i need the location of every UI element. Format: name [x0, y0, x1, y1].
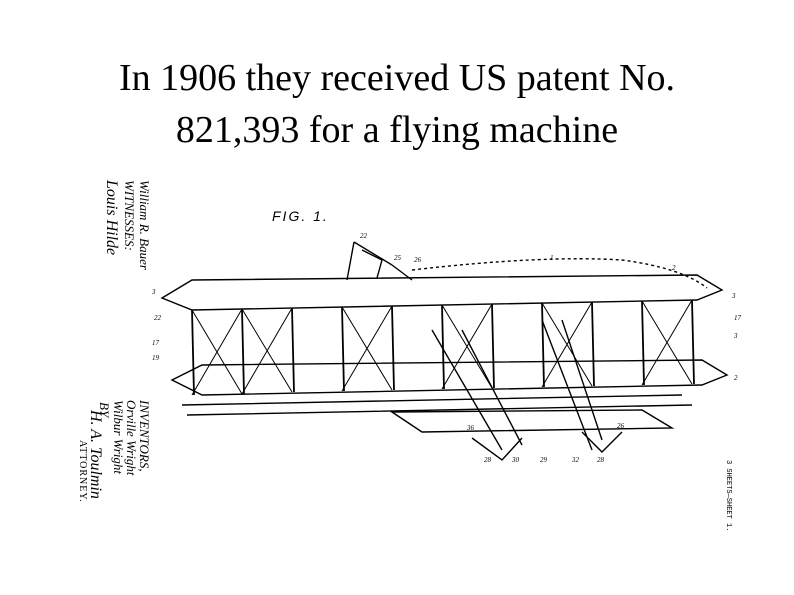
svg-text:36: 36	[466, 424, 475, 432]
svg-text:28: 28	[484, 456, 492, 464]
svg-text:30: 30	[511, 456, 520, 464]
svg-text:22: 22	[154, 314, 162, 322]
svg-text:3: 3	[733, 332, 738, 340]
attorney-label: ATTORNEY.	[77, 440, 88, 503]
wing-struts	[191, 299, 695, 396]
witness-name: William R. Bauer	[137, 180, 152, 270]
title-line-2: 821,393 for a flying machine	[175, 109, 619, 151]
witnesses-heading: WITNESSES:	[122, 180, 137, 251]
svg-text:1: 1	[550, 254, 554, 262]
svg-text:26: 26	[414, 256, 422, 264]
svg-text:3: 3	[151, 288, 156, 296]
svg-text:28: 28	[597, 456, 605, 464]
flying-machine-drawing: 3 22 17 19 22 25 26 1 2 3 17 3 2 36 26 2…	[151, 232, 742, 464]
svg-text:17: 17	[152, 339, 160, 347]
figure-label: FIG. 1.	[272, 208, 329, 224]
svg-text:26: 26	[617, 422, 625, 430]
witness-signature: Louis Hilde	[103, 180, 120, 256]
title-line-1: In 1906 they received US patent No.	[118, 57, 676, 99]
lower-wing	[170, 359, 729, 396]
elevator-supports	[471, 431, 623, 461]
rudder-frame	[346, 241, 413, 281]
svg-text:29: 29	[540, 456, 548, 464]
svg-text:2: 2	[734, 374, 738, 382]
sheet-code: 3 SHEETS—SHEET 1.	[724, 460, 732, 532]
elevator-struts	[431, 319, 603, 451]
slide-title: In 1906 they received US patent No. 821,…	[20, 52, 774, 156]
patent-drawing: 3 22 17 19 22 25 26 1 2 3 17 3 2 36 26 2…	[77, 170, 752, 550]
svg-text:32: 32	[571, 456, 580, 464]
upper-wing	[160, 274, 724, 311]
skids	[181, 394, 693, 416]
svg-text:2: 2	[672, 264, 676, 272]
attorney-signature: H. A. Toulmin	[87, 410, 104, 499]
svg-text:3: 3	[731, 292, 736, 300]
svg-text:25: 25	[394, 254, 402, 262]
svg-text:19: 19	[152, 354, 160, 362]
front-elevator	[389, 409, 675, 433]
cross-bracing	[191, 299, 693, 396]
svg-text:22: 22	[360, 232, 368, 240]
svg-text:17: 17	[734, 314, 742, 322]
control-cable	[411, 258, 708, 289]
inventor-2: Wilbur Wright	[111, 400, 126, 475]
